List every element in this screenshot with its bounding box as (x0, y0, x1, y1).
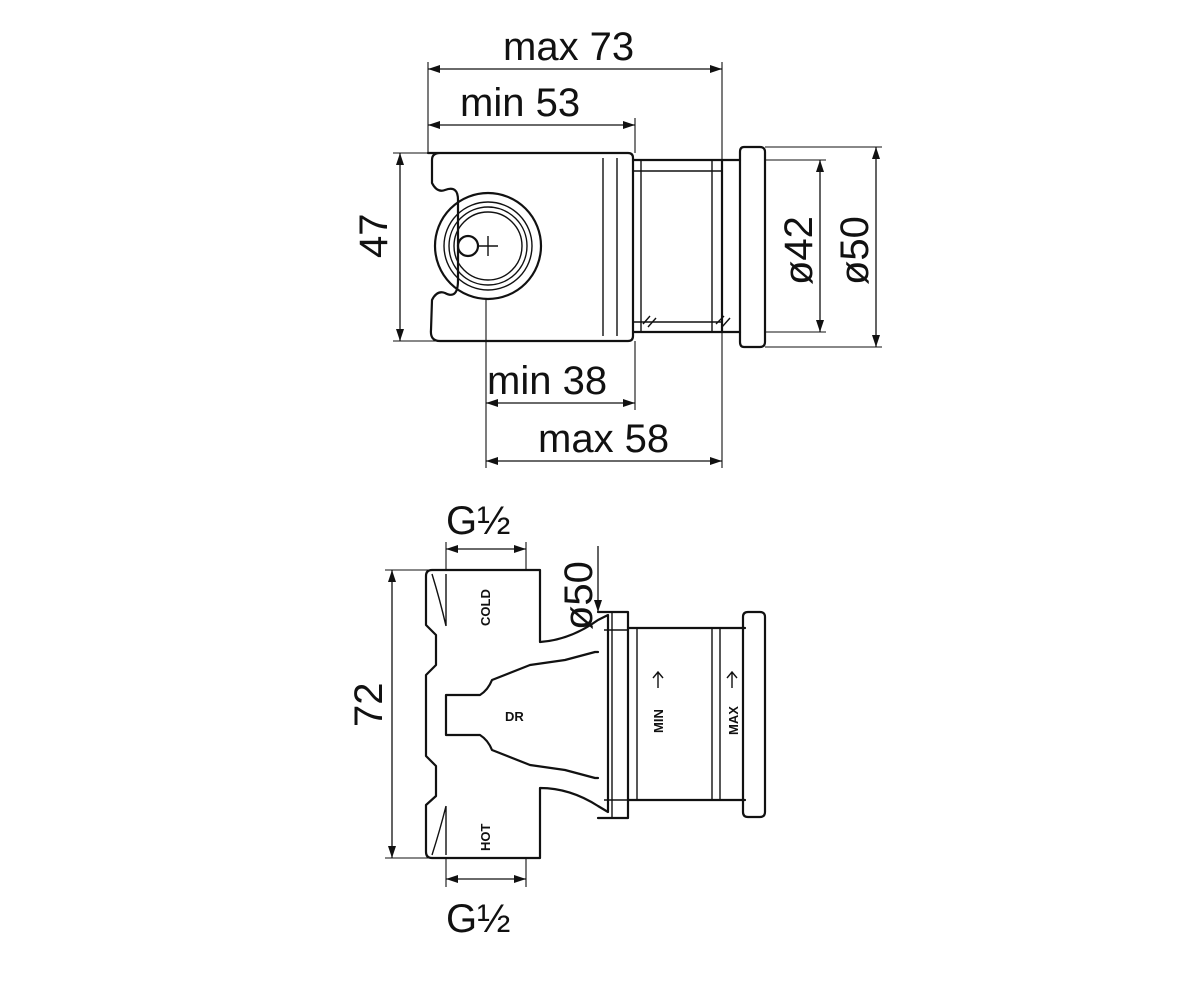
min-label: MIN (651, 709, 666, 733)
top-sleeve-lines (633, 160, 722, 332)
side-neck-lines (604, 612, 628, 818)
top-sleeve-marks (642, 315, 731, 328)
dim-lower-ext (485, 299, 723, 468)
cold-bore (431, 573, 447, 627)
dim-max58-text: max 58 (538, 417, 669, 461)
dim-gtop-ext (445, 542, 527, 570)
top-flange-joint (720, 158, 742, 334)
dim-h47-text: 47 (352, 214, 396, 259)
dim-h72-text: 72 (347, 683, 391, 728)
dr-label: DR (505, 709, 524, 724)
side-dimensions (385, 542, 602, 887)
top-sleeve (631, 158, 724, 334)
dim-min53-text: min 53 (460, 81, 580, 125)
hot-bore (431, 805, 447, 856)
dim-d42-ext (765, 159, 826, 333)
port-ring-2 (443, 201, 533, 291)
top-body-outline (426, 151, 635, 343)
max-label: MAX (726, 706, 741, 735)
top-view (426, 145, 767, 349)
port-ring-4 (453, 211, 523, 281)
side-flange (741, 610, 767, 819)
port-ring-3 (448, 206, 528, 286)
dim-d50-side-text: ø50 (557, 561, 601, 630)
dim-min38-text: min 38 (487, 359, 607, 403)
top-body-inner-edge (602, 158, 618, 336)
dim-h47-ext (393, 152, 440, 342)
cold-label: COLD (478, 589, 493, 626)
max-arrow-icon (726, 670, 738, 688)
side-neck (596, 610, 630, 820)
port-outer-ring (433, 191, 543, 301)
dim-max73-text: max 73 (503, 25, 634, 69)
top-flange (738, 145, 767, 349)
port-center-mark (478, 236, 498, 256)
dim-gtop-text: G½ (446, 499, 510, 543)
dim-d50-ext (765, 146, 882, 348)
dim-gbot-text: G½ (446, 897, 510, 941)
side-sleeve-lines (636, 628, 721, 800)
side-sleeve (626, 626, 747, 802)
internal-channel (444, 650, 600, 780)
dim-max73-ext (427, 62, 723, 160)
dim-gbot-ext (445, 858, 527, 887)
min-arrow-icon (652, 670, 664, 688)
top-dimensions (393, 62, 882, 468)
hot-label: HOT (478, 824, 493, 852)
dim-d50-top-text: ø50 (833, 216, 877, 285)
dim-h72-ext (385, 569, 432, 859)
dim-d50-side-arrow (594, 600, 602, 612)
dim-d42-text: ø42 (777, 216, 821, 285)
port-stem (456, 234, 480, 258)
